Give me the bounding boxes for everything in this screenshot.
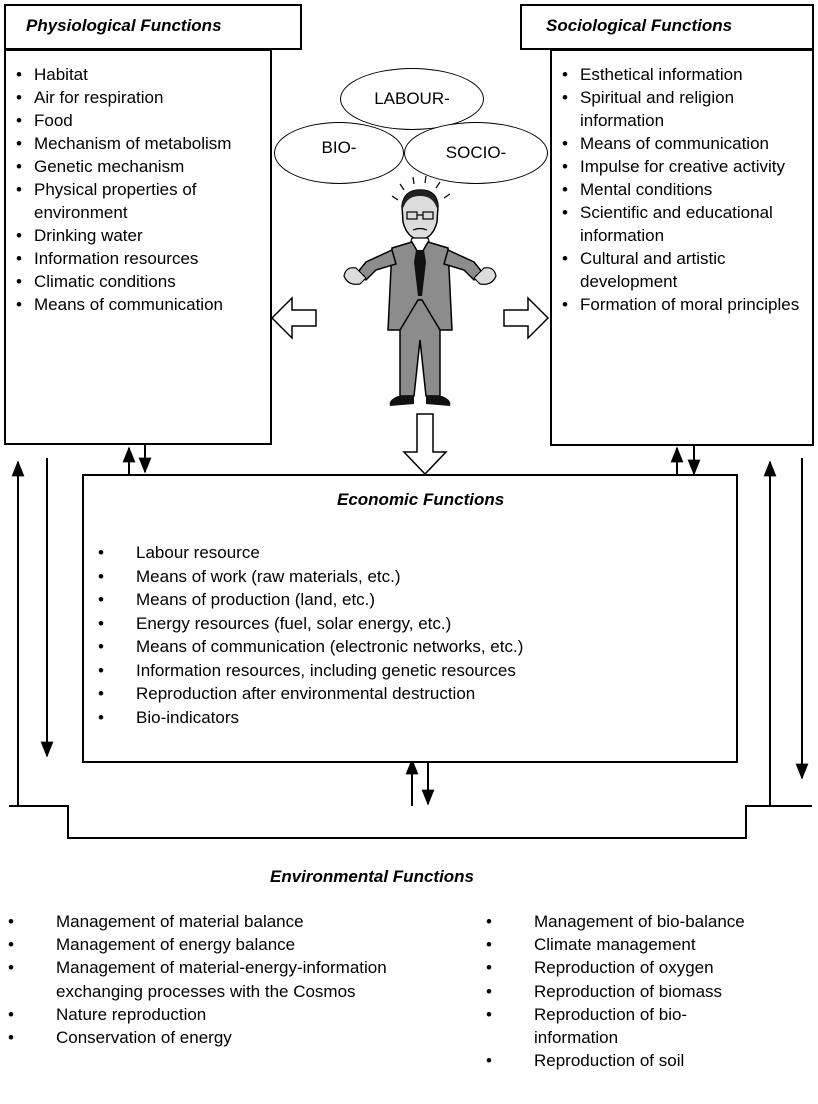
- list-item: Genetic mechanism: [16, 155, 266, 178]
- socio-ellipse: SOCIO-: [404, 122, 548, 184]
- list-item: Food: [16, 109, 266, 132]
- list-item: Habitat: [16, 63, 266, 86]
- list-item: Information resources, including genetic…: [84, 659, 734, 683]
- list-item: Management of energy balance: [0, 933, 470, 956]
- list-item: Means of communication: [562, 132, 810, 155]
- hollow-arrow-right-icon: [503, 296, 550, 340]
- list-item: Impulse for creative activity: [562, 155, 810, 178]
- list-item: Mental conditions: [562, 178, 810, 201]
- list-item: Formation of moral principles: [562, 293, 810, 316]
- list-item: Energy resources (fuel, solar energy, et…: [84, 612, 734, 636]
- bio-label: BIO-: [321, 138, 357, 157]
- socio-label: SOCIO-: [445, 143, 507, 162]
- list-item: Physical properties of environment: [16, 178, 266, 224]
- hollow-arrow-down-icon: [402, 413, 448, 476]
- list-item: Bio-indicators: [84, 706, 734, 730]
- environmental-title: Environmental Functions: [270, 867, 475, 886]
- environmental-panel: Environmental Functions Management of ma…: [0, 840, 818, 1104]
- physiological-title-box: Physiological Functions: [4, 4, 302, 50]
- hollow-arrow-left-icon: [270, 296, 317, 340]
- list-item: Reproduction of bio-information: [478, 1003, 714, 1049]
- sociological-title-box: Sociological Functions: [520, 4, 814, 50]
- list-item: Means of production (land, etc.): [84, 588, 734, 612]
- environmental-right-list: Management of bio-balance Climate manage…: [478, 910, 814, 1073]
- list-item: Labour resource: [84, 541, 734, 565]
- list-item: Climate management: [478, 933, 814, 956]
- list-item: Reproduction of biomass: [478, 980, 814, 1003]
- list-item: Spiritual and religion information: [562, 86, 810, 132]
- physiological-box: Habitat Air for respiration Food Mechani…: [4, 49, 272, 445]
- list-item: Reproduction after environmental destruc…: [84, 682, 734, 706]
- list-item: Drinking water: [16, 224, 266, 247]
- list-item: Nature reproduction: [0, 1003, 470, 1026]
- bio-ellipse: BIO-: [274, 122, 404, 184]
- sociological-title: Sociological Functions: [546, 16, 733, 35]
- list-item: Means of communication (electronic netwo…: [84, 635, 734, 659]
- sociological-box: Esthetical information Spiritual and rel…: [550, 49, 814, 446]
- economic-title: Economic Functions: [337, 490, 505, 509]
- list-item: Conservation of energy: [0, 1026, 470, 1049]
- sociological-list: Esthetical information Spiritual and rel…: [562, 63, 810, 316]
- list-item: Management of bio-balance: [478, 910, 814, 933]
- list-item: Means of work (raw materials, etc.): [84, 565, 734, 589]
- physiological-title: Physiological Functions: [26, 16, 222, 35]
- labour-ellipse: LABOUR-: [340, 68, 484, 130]
- environmental-left-list: Management of material balance Managemen…: [0, 910, 470, 1049]
- list-item: Management of material-energy-informatio…: [0, 956, 396, 1002]
- list-item: Cultural and artistic development: [562, 247, 810, 293]
- economic-box: Economic Functions Labour resource Means…: [82, 474, 738, 763]
- list-item: Scientific and educational information: [562, 201, 810, 247]
- list-item: Reproduction of soil: [478, 1049, 814, 1072]
- list-item: Reproduction of oxygen: [478, 956, 814, 979]
- list-item: Climatic conditions: [16, 270, 266, 293]
- labour-label: LABOUR-: [374, 89, 450, 108]
- list-item: Esthetical information: [562, 63, 810, 86]
- list-item: Air for respiration: [16, 86, 266, 109]
- physiological-list: Habitat Air for respiration Food Mechani…: [16, 63, 266, 316]
- list-item: Means of communication: [16, 293, 266, 316]
- list-item: Management of material balance: [0, 910, 470, 933]
- list-item: Information resources: [16, 247, 266, 270]
- list-item: Mechanism of metabolism: [16, 132, 266, 155]
- economic-list: Labour resource Means of work (raw mater…: [84, 541, 734, 729]
